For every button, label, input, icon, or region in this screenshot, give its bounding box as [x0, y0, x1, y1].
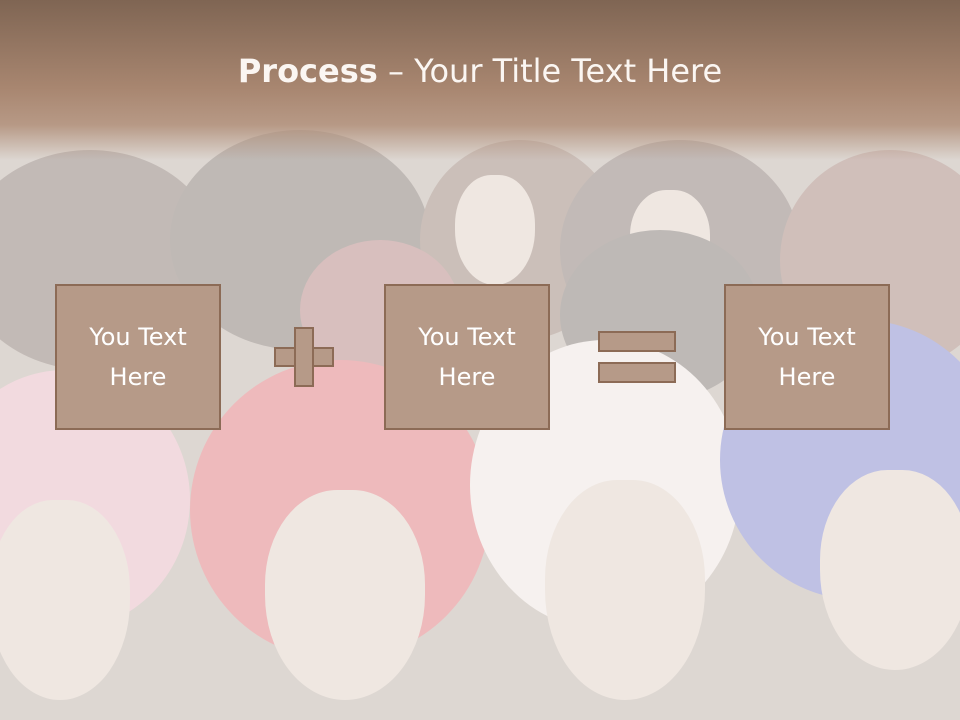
process-box-2[interactable]: You Text Here	[384, 284, 550, 430]
process-box-3-text: You Text Here	[758, 323, 856, 391]
process-box-1-text: You Text Here	[89, 323, 187, 391]
slide-title[interactable]: Process – Your Title Text Here	[0, 52, 960, 90]
equals-icon	[598, 331, 676, 383]
process-box-3[interactable]: You Text Here	[724, 284, 890, 430]
process-box-1[interactable]: You Text Here	[55, 284, 221, 430]
plus-icon	[274, 327, 334, 387]
title-rest-text: – Your Title Text Here	[377, 52, 723, 90]
title-band	[0, 0, 960, 160]
title-bold-text: Process	[237, 52, 378, 90]
process-box-2-text: You Text Here	[418, 323, 516, 391]
